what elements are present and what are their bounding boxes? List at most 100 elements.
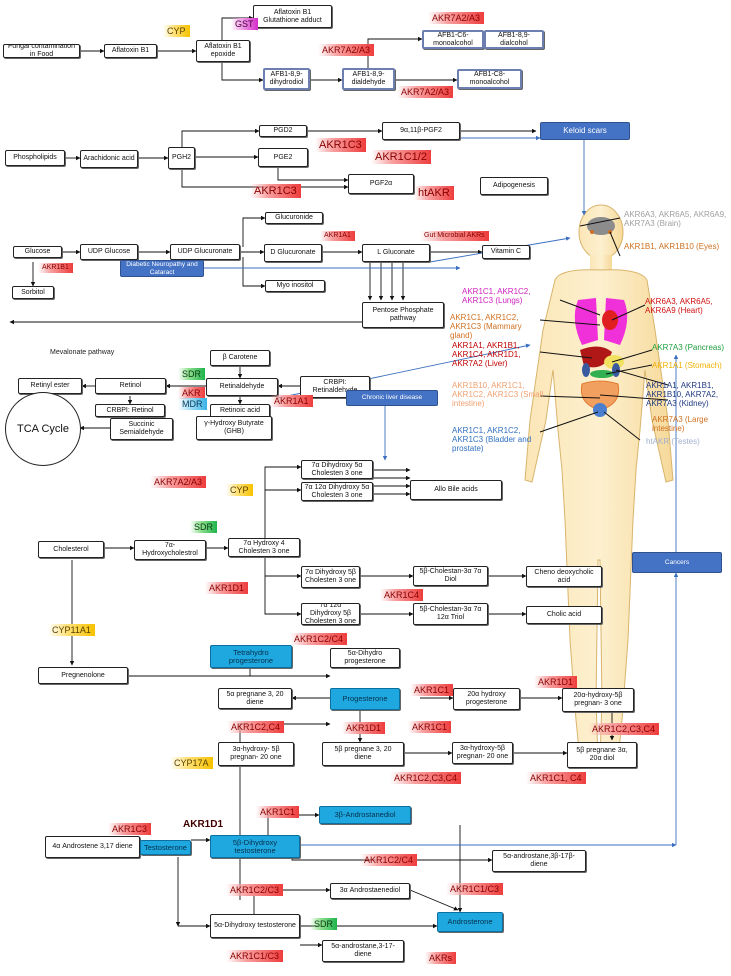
node-3b-androstanediol: 3β-Androstanediol	[319, 806, 411, 824]
enzyme-akr: AKR	[178, 387, 205, 399]
organ-label-brain: AKR6A3, AKR6A5, AKR6A9, AKR7A3 (Brain)	[624, 210, 727, 228]
node-glutathione-adduct: Aflatoxin B1 Glutathione adduct	[253, 5, 332, 28]
node-5a-dihydro-progesterone: 5α-Dihydro progesterone	[330, 648, 400, 668]
outcome-chronic-liver-disease: Chronic liver disease	[346, 390, 438, 406]
enzyme-akr1c2c4: AKR1C2/C4	[360, 854, 418, 866]
enzyme-htakr: htAKR	[414, 186, 454, 200]
node-glucuronide: Glucuronide	[265, 212, 323, 224]
enzyme-akr1c3: AKR1C3	[315, 138, 366, 152]
node-pgf2a: PGF2α	[348, 174, 414, 194]
enzyme-akr1b1: AKR1B1	[38, 263, 73, 273]
node-tetrahydro-progesterone: Tetrahydro progesterone	[210, 645, 292, 668]
enzyme-akrs: AKRs	[425, 952, 457, 964]
enzyme-cyp: CYP	[226, 484, 253, 496]
node-afb1-dihydrodiol: AFB1-8,9- dihydrodiol	[263, 68, 310, 90]
node-7a-hydroxycholestrol: 7α- Hydroxycholestrol	[134, 540, 206, 560]
enzyme-akr7a2a3: AKR7A2/A3	[150, 476, 207, 488]
node-arachidonic-acid: Arachidonic acid	[80, 150, 138, 168]
node-pentose-phosphate: Pentose Phosphate pathway	[362, 302, 444, 328]
enzyme-sdr: SDR	[178, 368, 206, 380]
node-5a-pregnane-diene: 5α pregnane 3, 20 diene	[218, 688, 292, 709]
node-afb1-c8-monoalcohol: AFB1-C8- monoalcohol	[457, 69, 522, 89]
enzyme-akr1c2c3c4: AKR1C2,C3,C4	[390, 772, 462, 784]
enzyme-akr1c1c4: AKR1C1, C4	[526, 772, 586, 784]
organ-label-bladder-prostate: AKR1C1, AKR1C2, AKR1C3 (Bladder and pros…	[452, 426, 532, 453]
node-sorbitol: Sorbitol	[12, 286, 54, 299]
node-7a12a-dihydroxy-5b: 7α 12α Dihydroxy 5β Cholesten 3 one	[301, 603, 360, 625]
node-fungal-contamination: Fungal contamination in Food	[3, 44, 80, 58]
organ-label-stomach: AKR1A1 (Stomach)	[652, 361, 722, 370]
node-crbpi-retinol: CRBPI: Retinol	[95, 404, 165, 417]
enzyme-akr1c1: AKR1C1	[256, 806, 300, 818]
node-vitamin-c: Vitamin C	[482, 245, 530, 259]
organ-label-liver: AKR1A1, AKR1B1, AKR1C4, AKR1D1, AKR7A2 (…	[452, 341, 521, 368]
organ-label-small-intestine: AKR1B10, AKR1C1, AKR1C2, AKR1C3 (Small i…	[452, 381, 544, 408]
organ-label-eyes: AKR1B1, AKR1B10 (Eyes)	[624, 242, 720, 251]
node-udp-glucuronate: UDP Glucuronate	[170, 244, 240, 260]
node-aflatoxin-b1-epoxide: Aflatoxin B1 epoxide	[196, 40, 250, 62]
node-beta-carotene: β Carotene	[210, 350, 270, 366]
enzyme-akr1c1c3: AKR1C1/C3	[226, 950, 284, 962]
node-afb1-dialdehyde: AFB1-8,9- dialdehyde	[342, 68, 395, 90]
label-gut-microbial-akrs: Gut Microbial AKRs	[420, 231, 489, 241]
enzyme-akr7a2a3: AKR7A2/A3	[428, 12, 485, 24]
node-phospholipids: Phospholipids	[5, 150, 65, 166]
outcome-cancers: Cancers	[632, 552, 722, 573]
node-5b-cholestan-triol: 5β-Cholestan-3α 7α 12α Triol	[413, 603, 488, 625]
node-7a-dihydroxy-5b: 7α Dihydroxy 5β Cholesten 3 one	[301, 566, 360, 588]
node-5b-dihydroxy-testosterone: 5β-Dihydroxy testosterone	[210, 835, 300, 858]
enzyme-akr1c4: AKR1C4	[380, 589, 424, 601]
node-3a-androstaenediol: 3α Androstaenediol	[330, 883, 410, 899]
enzyme-akr1c1: AKR1C1	[408, 721, 452, 733]
node-cheno-deoxycholic-acid: Cheno deoxycholic acid	[526, 566, 602, 587]
enzyme-akr1d1-bold: AKR1D1	[183, 819, 224, 830]
enzyme-akr1c1c3: AKR1C1/C3	[446, 883, 504, 895]
node-retinol: Retinol	[95, 378, 166, 394]
organ-label-mammary: AKR1C1, AKR1C2, AKR1C3 (Mammary gland)	[450, 313, 522, 340]
node-l-gluconate: L Gluconate	[362, 244, 430, 262]
node-d-glucuronate: D Glucuronate	[264, 244, 322, 262]
enzyme-sdr: SDR	[310, 918, 338, 930]
enzyme-gst: GST	[231, 18, 258, 30]
node-20a-hydroxy-progesterone: 20α hydroxy progesterone	[453, 688, 520, 710]
enzyme-cyp: CYP	[163, 25, 190, 37]
enzyme-akr1c3: AKR1C3	[108, 823, 152, 835]
enzyme-sdr: SDR	[190, 521, 218, 533]
node-testosterone: Testosterone	[140, 840, 191, 855]
enzyme-akr1a1: AKR1A1	[270, 395, 313, 407]
enzyme-akr7a2a3: AKR7A2/A3	[318, 44, 375, 56]
node-7a-dihydroxy-5a: 7α Dihydroxy 5α Cholesten 3 one	[301, 460, 373, 479]
node-5b-pregnane-diol: 5β pregnane 3α, 20α diol	[567, 742, 637, 768]
organ-label-kidney: AKR1A1, AKR1B1, AKR1B10, AKR7A2, AKR7A3 …	[646, 381, 719, 408]
node-9a11b-pgf2: 9α,11β-PGF2	[382, 122, 460, 140]
enzyme-cyp17a: CYP17A	[170, 757, 213, 769]
node-progesterone: Progesterone	[330, 688, 400, 710]
organ-label-heart: AKR6A3, AKR6A5, AKR6A9 (Heart)	[645, 297, 713, 315]
node-glucose: Glucose	[13, 246, 62, 258]
enzyme-akr1c2c3c4: AKR1C2,C3,C4	[588, 723, 660, 735]
enzyme-akr1a1: AKR1A1	[320, 231, 355, 241]
enzyme-mdr: MDR	[178, 398, 207, 410]
node-pgh2: PGH2	[168, 147, 195, 169]
node-afb1-dialcohol: AFB1-8,9- dialcohol	[484, 30, 544, 49]
node-20a-hydroxy-5b-pregnan: 20α-hydroxy-5β pregnan- 3 one	[562, 688, 634, 712]
node-allo-bile-acids: Allo Bile acids	[410, 480, 502, 500]
node-7a-hydroxy-4-cholesten: 7α Hydroxy 4 Cholesten 3 one	[228, 538, 300, 557]
enzyme-akr7a2a3: AKR7A2/A3	[397, 86, 454, 98]
node-afb1-c6-monoalcohol: AFB1-C6- monoalcohol	[422, 30, 484, 49]
organ-label-pancreas: AKR7A3 (Pancreas)	[652, 343, 725, 352]
outcome-diabetic-neuropathy: Diabetic Neuropathy and Cataract	[120, 260, 204, 277]
node-succinic-semialdehyde: Succinic Semialdehyde	[110, 418, 173, 440]
node-udp-glucose: UDP Glucose	[80, 244, 138, 260]
node-pregnenolone: Pregnenolone	[38, 667, 128, 684]
node-7a12a-dihydroxy-5a: 7α 12α Dihydroxy 5α Cholesten 3 one	[301, 482, 373, 501]
node-pgd2: PGD2	[259, 125, 307, 137]
node-3a-hydroxy-5b-pregnan-2: 3α-hydroxy-5β pregnan- 20 one	[452, 742, 513, 764]
enzyme-akr1c2c4: AKR1C2,C4	[227, 721, 285, 733]
outcome-keloid-scars: Keloid scars	[540, 122, 630, 140]
node-androsterone: Androsterone	[437, 912, 503, 932]
node-3a-hydroxy-5b-pregnan: 3α-hydroxy- 5β pregnan- 20 one	[218, 742, 294, 766]
node-retinyl-ester: Retinyl ester	[18, 378, 82, 394]
